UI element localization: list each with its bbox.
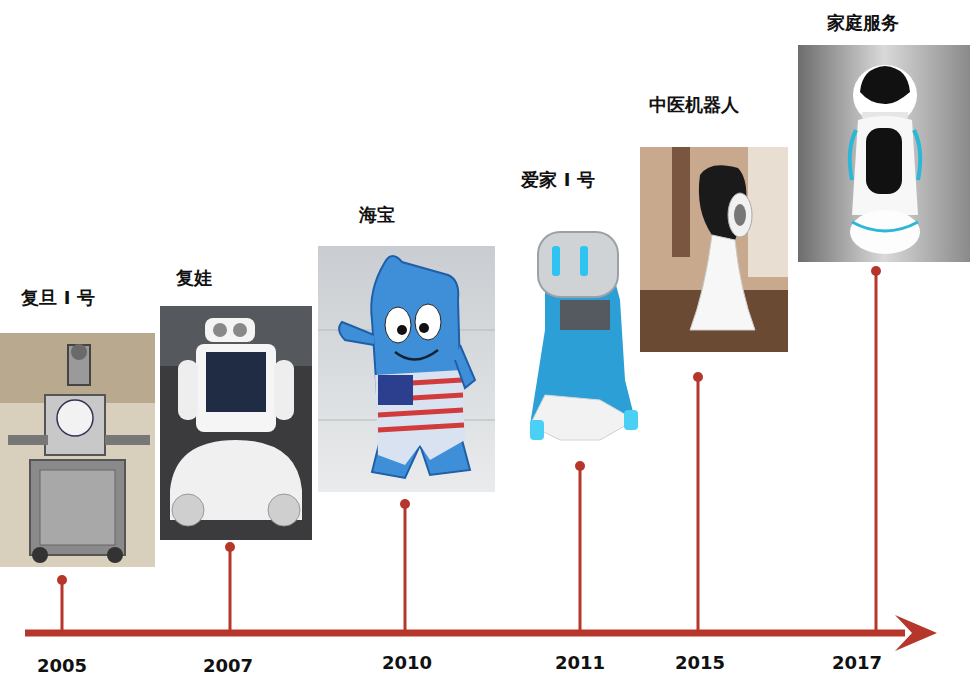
robot-name: 爱家 I 号: [521, 169, 594, 191]
robot-name: 海宝: [359, 204, 395, 226]
year-label: 2007: [203, 655, 253, 677]
robot-name: 复旦 I 号: [21, 287, 94, 309]
year-label: 2017: [832, 652, 882, 674]
year-label: 2005: [37, 655, 87, 677]
robot-name: 复娃: [176, 267, 212, 289]
year-label: 2015: [675, 652, 725, 674]
robot-photo: [160, 306, 312, 540]
robot-photo: [798, 45, 970, 262]
robot-photo: [525, 225, 640, 450]
timeline-axis: [25, 266, 937, 651]
robot-photo: [640, 147, 788, 352]
robot-photo: [318, 246, 495, 492]
robot-name: 家庭服务: [827, 12, 899, 34]
year-label: 2010: [382, 652, 432, 674]
year-label: 2011: [555, 652, 605, 674]
robot-name: 中医机器人: [649, 94, 739, 116]
robot-photo: [0, 333, 155, 567]
